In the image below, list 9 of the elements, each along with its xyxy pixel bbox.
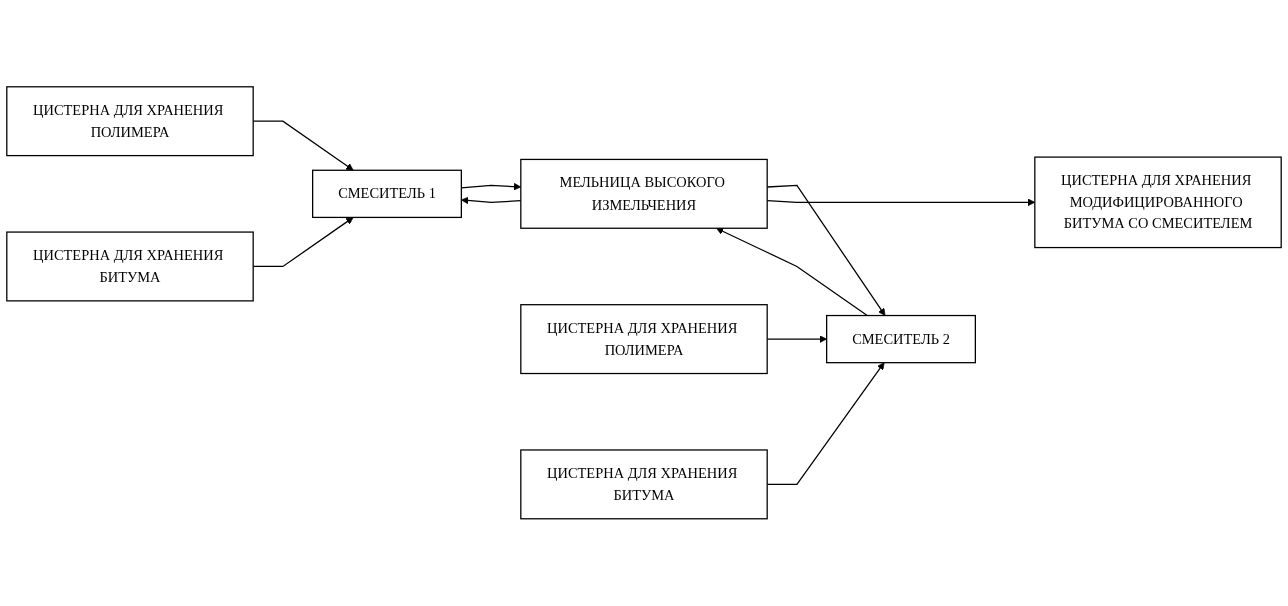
node-box: СМЕСИТЕЛЬ 2: [826, 315, 976, 364]
node-box: ЦИСТЕРНА ДЛЯ ХРАНЕНИЯ ПОЛИМЕРА: [6, 86, 254, 157]
node-box: ЦИСТЕРНА ДЛЯ ХРАНЕНИЯ БИТУМА: [6, 231, 254, 302]
arrow: [716, 227, 868, 317]
node-box: ЦИСТЕРНА ДЛЯ ХРАНЕНИЯ МОДИФИЦИРОВАННОГО БИТУМА СО СМЕСИТЕЛЕМ: [1034, 156, 1282, 249]
node-box: МЕЛЬНИЦА ВЫСОКОГО ИЗМЕЛЬЧЕНИЯ: [520, 159, 768, 230]
node-box: СМЕСИТЕЛЬ 1: [312, 169, 462, 219]
node-box: ЦИСТЕРНА ДЛЯ ХРАНЕНИЯ ПОЛИМЕРА: [520, 304, 768, 375]
node-box: ЦИСТЕРНА ДЛЯ ХРАНЕНИЯ БИТУМА: [520, 449, 768, 520]
